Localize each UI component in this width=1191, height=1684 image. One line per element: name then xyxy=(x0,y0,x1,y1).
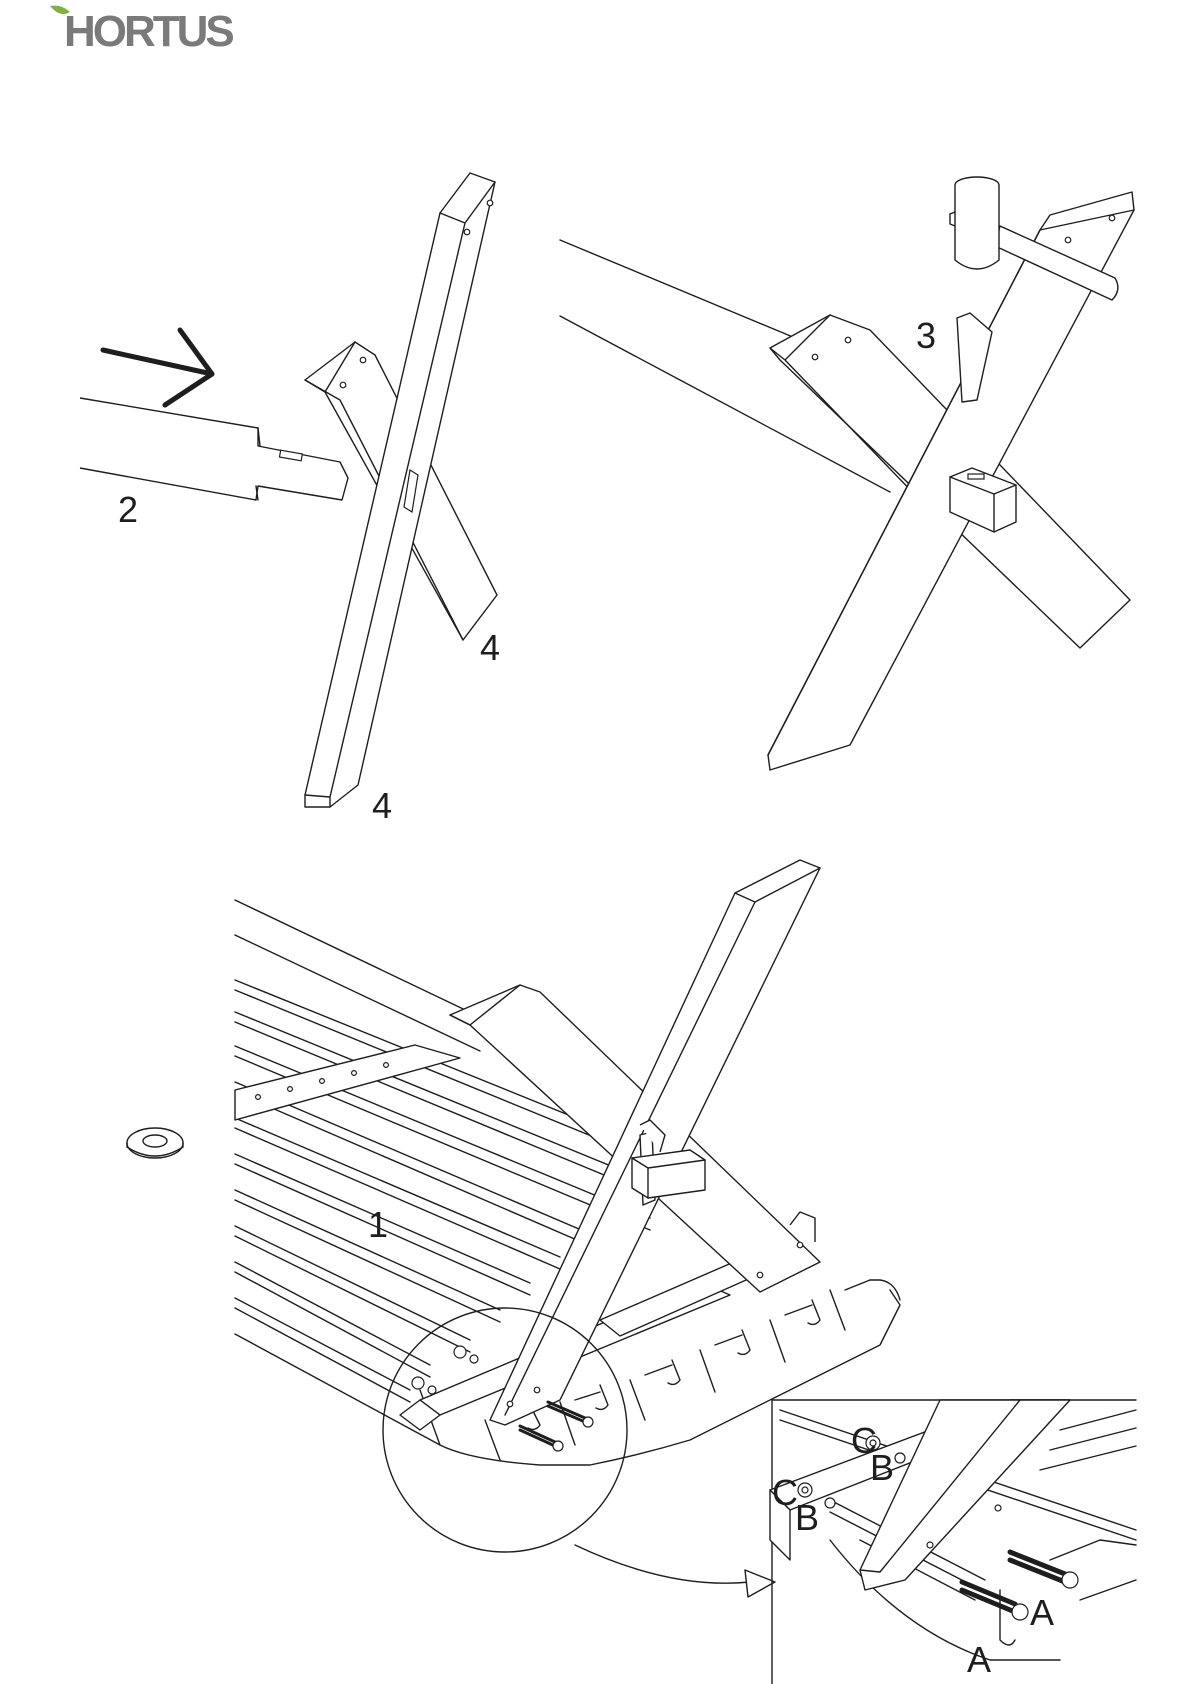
callout-part-3: 3 xyxy=(916,315,936,356)
callout-part-1: 1 xyxy=(368,1204,388,1245)
direction-arrow-icon xyxy=(103,330,212,405)
washer-icon xyxy=(127,1128,183,1158)
callout-b-lower: B xyxy=(795,1497,819,1538)
callout-part-2: 2 xyxy=(118,489,138,530)
callout-part-4-lower: 4 xyxy=(372,785,392,826)
step-1-cross-legs: 2 4 4 xyxy=(80,173,500,826)
callout-b-upper: B xyxy=(870,1447,894,1488)
callout-a-right: A xyxy=(1030,1592,1054,1633)
callout-a-left: A xyxy=(967,1639,991,1680)
detail-inset: C B C B A A xyxy=(770,1400,1136,1684)
step-2-wedge-fixing: 3 xyxy=(560,177,1134,770)
beam-part-2 xyxy=(80,398,348,500)
callout-part-4-upper: 4 xyxy=(480,627,500,668)
